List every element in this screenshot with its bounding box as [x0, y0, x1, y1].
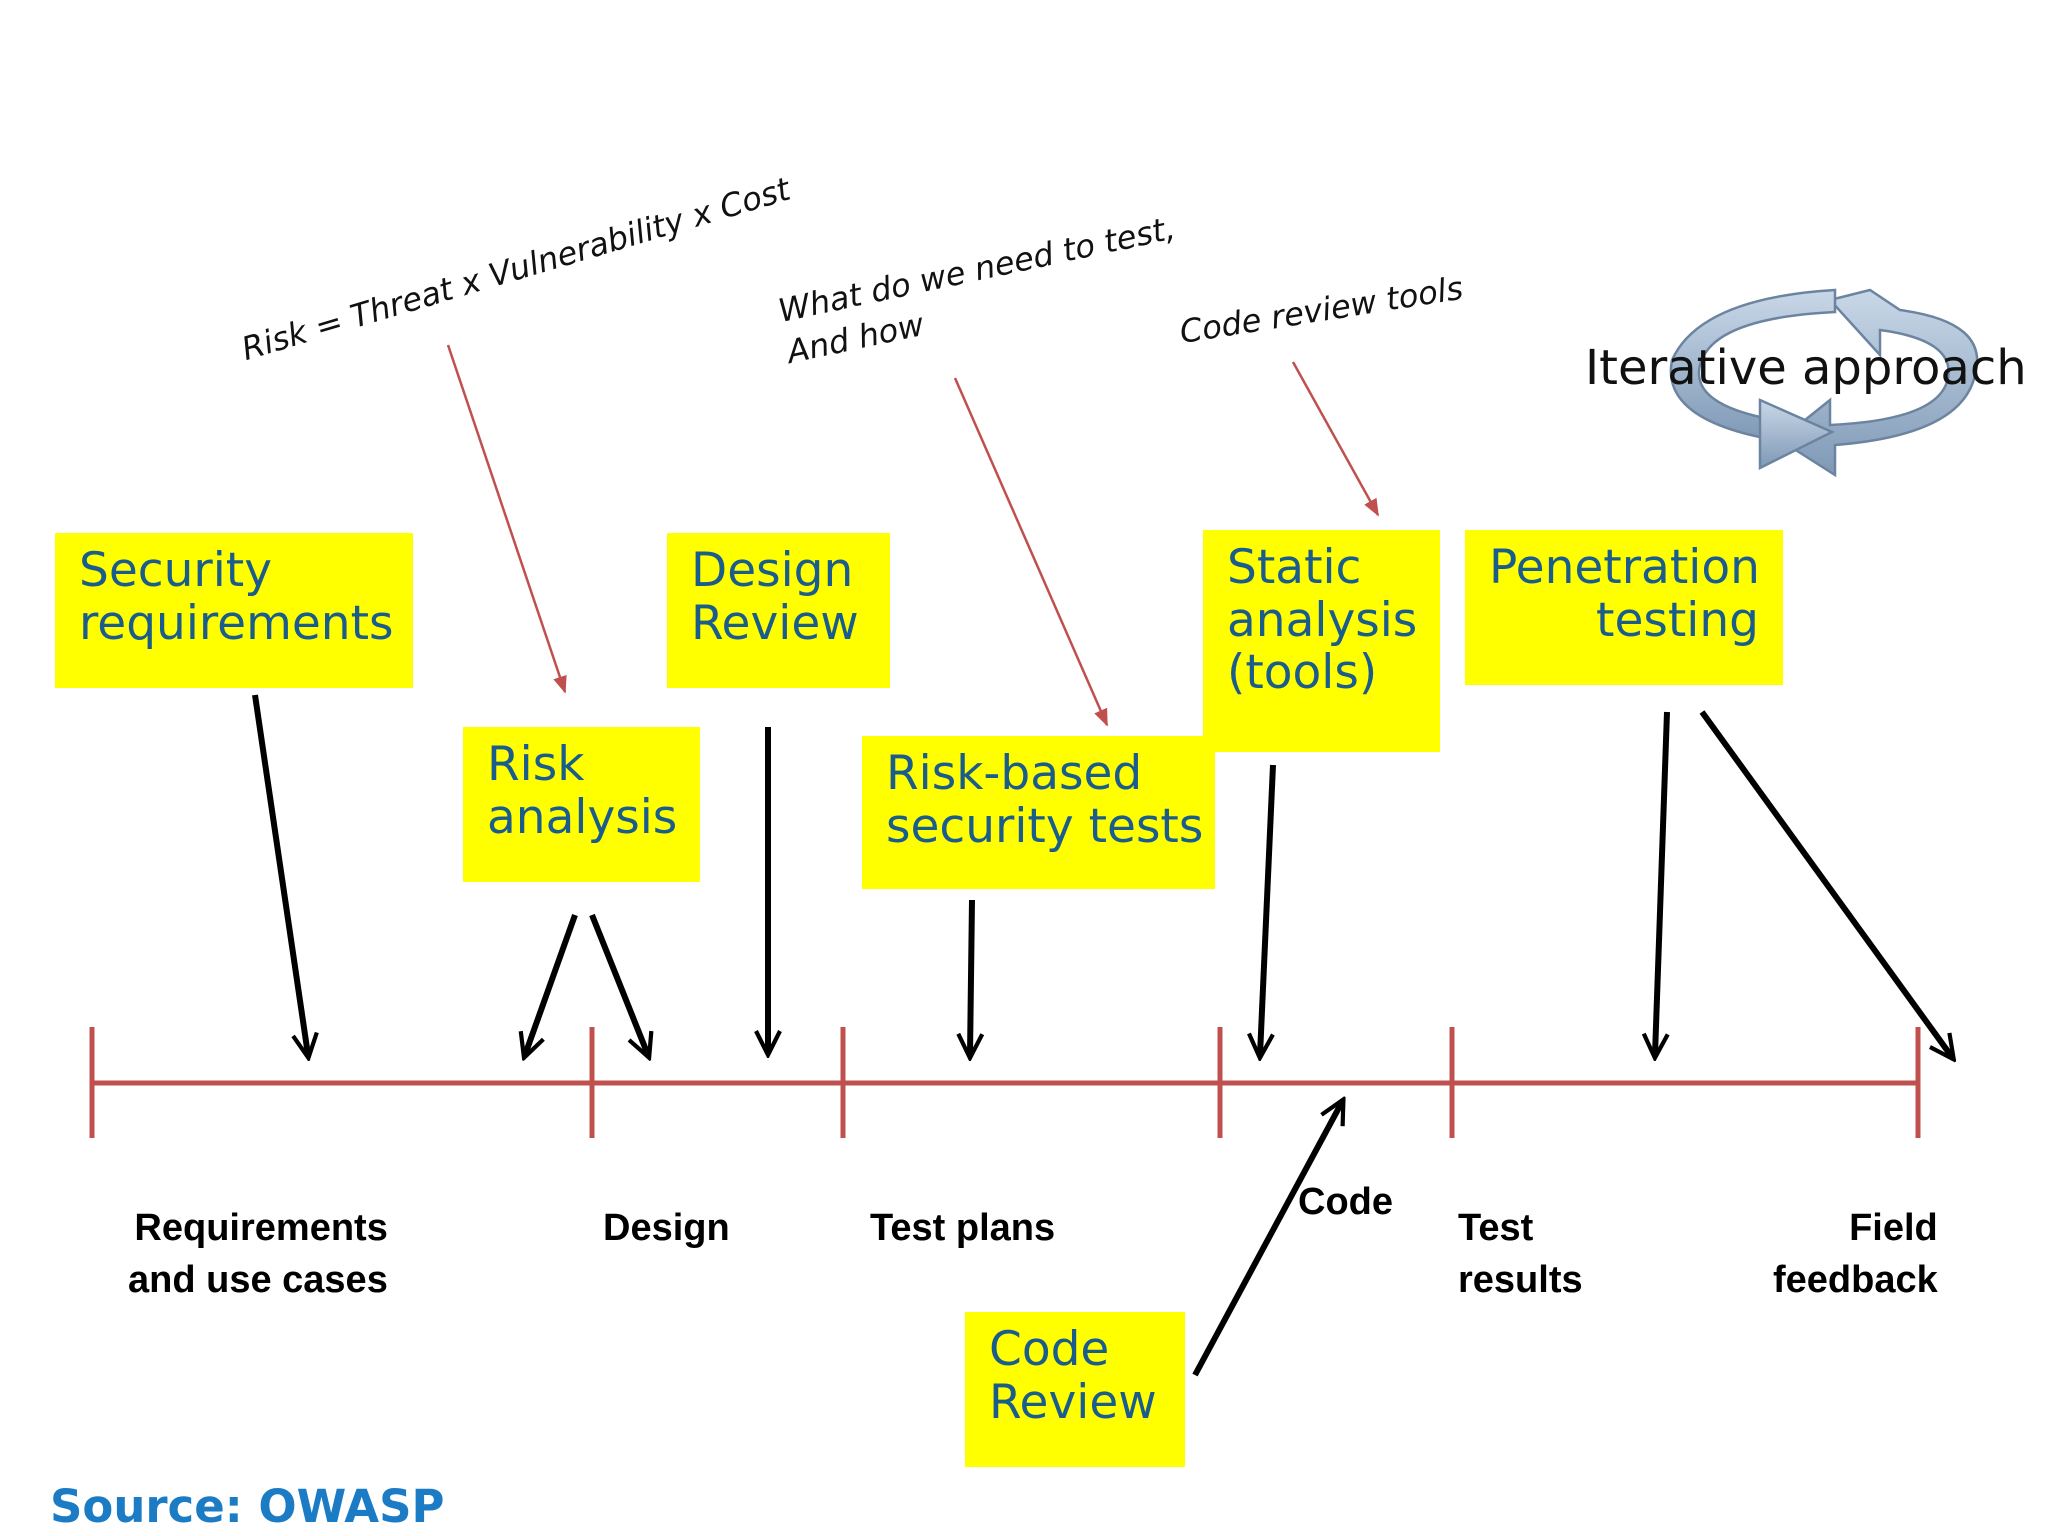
pentest-to-results-arrow	[1655, 711, 1670, 1055]
timeline	[89, 1027, 1921, 1138]
risk-to-design-arrow	[589, 913, 648, 1055]
phase-test-results-label: Test results	[1458, 1207, 1583, 1302]
design-review-box: Design Review	[667, 533, 890, 688]
phase-code-label: Code	[1298, 1181, 1393, 1223]
source-credit: Source: OWASP	[50, 1480, 445, 1533]
static-analysis-arrow	[1260, 764, 1276, 1055]
risk-to-requirements-arrow	[525, 913, 578, 1055]
tools-note-arrow	[1291, 361, 1380, 517]
risk-analysis-box: Risk analysis	[463, 727, 700, 882]
risk-based-security-tests-box: Risk-based security tests	[862, 736, 1215, 889]
risk-note-arrow	[446, 344, 567, 694]
penetration-testing-box: Penetration testing	[1465, 530, 1783, 685]
code-review-arrow	[1192, 1102, 1342, 1377]
phase-field-feedback-label: Field feedback	[1773, 1207, 1938, 1302]
phase-requirements-label: Requirements and use cases	[128, 1207, 388, 1302]
phase-design-label: Design	[603, 1207, 730, 1249]
tests-arrow	[970, 899, 972, 1055]
security-requirements-box: Security requirements	[55, 533, 413, 688]
static-analysis-box: Static analysis (tools)	[1203, 530, 1440, 752]
test-note-arrow	[953, 377, 1109, 727]
code-review-box: Code Review	[965, 1312, 1185, 1467]
requirements-arrow	[252, 694, 308, 1055]
pentest-to-feedback-arrow	[1699, 710, 1952, 1057]
iterative-approach-label: Iterative approach	[1585, 340, 2027, 396]
phase-test-plans-label: Test plans	[870, 1207, 1056, 1249]
iterative-cycle-icon	[1669, 288, 1979, 478]
